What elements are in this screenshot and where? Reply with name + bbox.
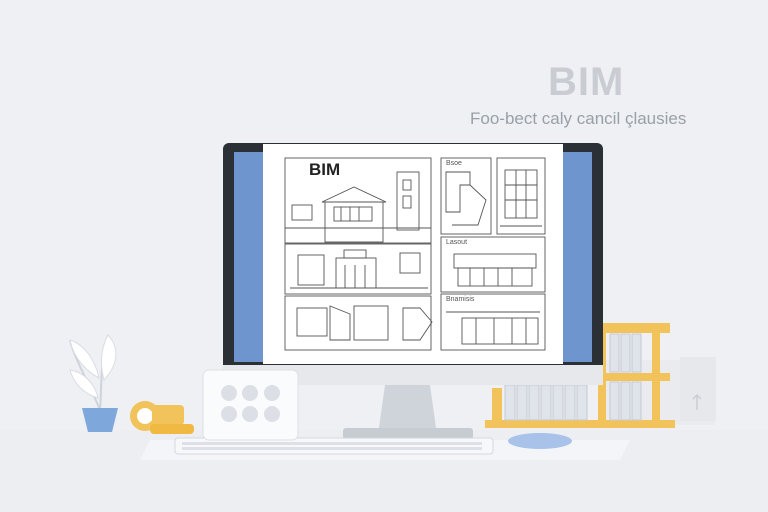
hero-subtitle: Foo-bect caly cancil çlausies: [470, 109, 687, 128]
cad-drawings: [284, 157, 546, 351]
wall-panel: [680, 357, 716, 421]
panel-label-3: Bnamisis: [446, 296, 475, 303]
hero-title: BIM: [548, 60, 625, 104]
plant-icon: [69, 334, 117, 411]
speaker-icon: [202, 369, 299, 441]
tape-roll-icon: [130, 401, 194, 434]
vase-icon: [82, 408, 118, 432]
keyboard-icon: [174, 437, 494, 455]
mouse-icon: [508, 433, 572, 449]
panel-label-2: Lasout: [446, 239, 468, 246]
panel-label-1: Bsoe: [446, 160, 462, 167]
sheet-title: BIM: [309, 160, 341, 179]
